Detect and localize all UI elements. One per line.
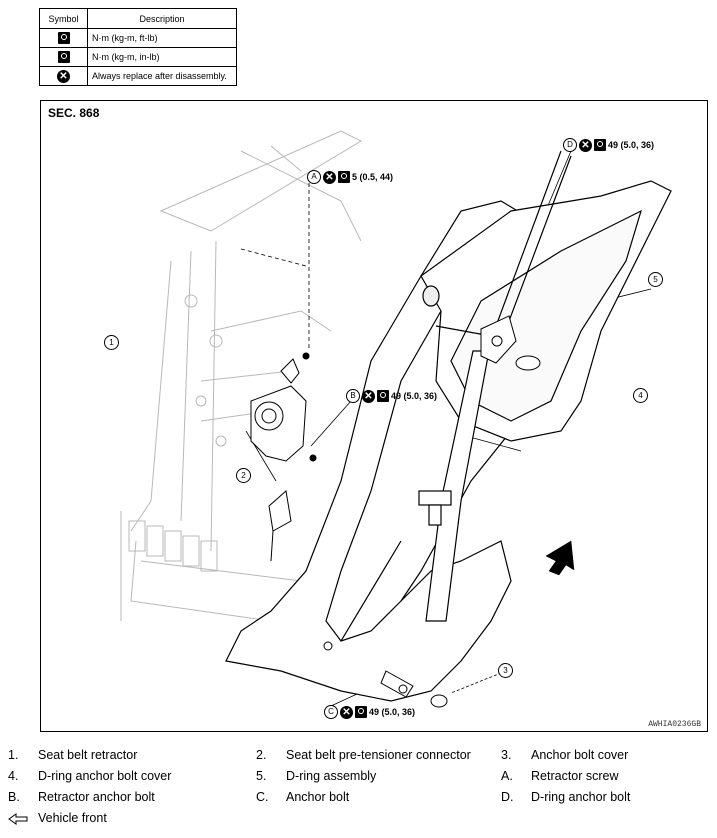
callout-d: D ✕ 49 (5.0, 36) [563,138,654,152]
callout-a: A ✕ 5 (0.5, 44) [307,170,393,184]
symbol-table: Symbol Description N·m (kg-m, ft-lb) N·m… [39,8,237,86]
seat-belt-diagram: SEC. 868 [40,100,708,732]
section-label: SEC. 868 [48,106,100,120]
lower-anchor [323,641,448,708]
description-header: Description [87,8,237,29]
body-structure-outline [120,130,363,622]
torque-wrench-small-icon [57,51,70,63]
legend-item: 4.D-ring anchor bolt cover [8,769,172,783]
legend-item: 5.D-ring assembly [256,769,377,783]
symbol-description: Always replace after disassembly. [87,66,237,86]
legend-item: A.Retractor screw [501,769,619,783]
legend-item: 3.Anchor bolt cover [501,748,629,762]
callout-letter: A [307,170,321,184]
torque-wrench-icon [594,139,606,151]
torque-wrench-icon [57,32,70,44]
callout-number-1: 1 [104,335,119,350]
figure-code: AWHIA0236GB [648,720,701,729]
legend-vehicle-front: Vehicle front [8,811,107,825]
legend-item: D.D-ring anchor bolt [501,790,631,804]
callout-number-5: 5 [648,272,663,287]
callout-letter: C [324,705,338,719]
hollow-arrow-left-icon [8,811,38,825]
legend-item: 1.Seat belt retractor [8,748,138,762]
legend-item: C.Anchor bolt [256,790,350,804]
symbol-description: N·m (kg-m, ft-lb) [87,28,237,48]
d-ring-assembly [480,315,541,371]
always-replace-icon: ✕ [323,170,336,184]
callout-torque: 49 (5.0, 36) [369,707,416,717]
always-replace-icon: ✕ [57,69,70,83]
symbol-cell: ✕ [39,66,88,86]
torque-wrench-small-icon [338,171,350,183]
callout-torque: 49 (5.0, 36) [391,391,438,401]
always-replace-icon: ✕ [579,138,592,152]
legend-item: 2.Seat belt pre-tensioner connector [256,748,471,762]
symbol-description: N·m (kg-m, in-lb) [87,47,237,67]
callout-number-3: 3 [498,663,513,678]
callout-letter: B [346,389,360,403]
symbol-cell [39,28,88,48]
callout-torque: 49 (5.0, 36) [608,140,655,150]
diagram-drawing [120,130,672,708]
always-replace-icon: ✕ [340,705,353,719]
callout-torque: 5 (0.5, 44) [352,172,394,182]
always-replace-icon: ✕ [362,389,375,403]
callout-letter: D [563,138,577,152]
vehicle-front-arrow [545,540,575,576]
callout-number-2: 2 [236,468,251,483]
symbol-header: Symbol [39,8,88,29]
callout-b: B ✕ 49 (5.0, 36) [346,389,437,403]
retractor [250,352,317,562]
torque-wrench-icon [355,706,367,718]
legend-item: B.Retractor anchor bolt [8,790,155,804]
torque-wrench-icon [377,390,389,402]
callout-c: C ✕ 49 (5.0, 36) [324,705,415,719]
callout-number-4: 4 [633,388,648,403]
symbol-cell [39,47,88,67]
